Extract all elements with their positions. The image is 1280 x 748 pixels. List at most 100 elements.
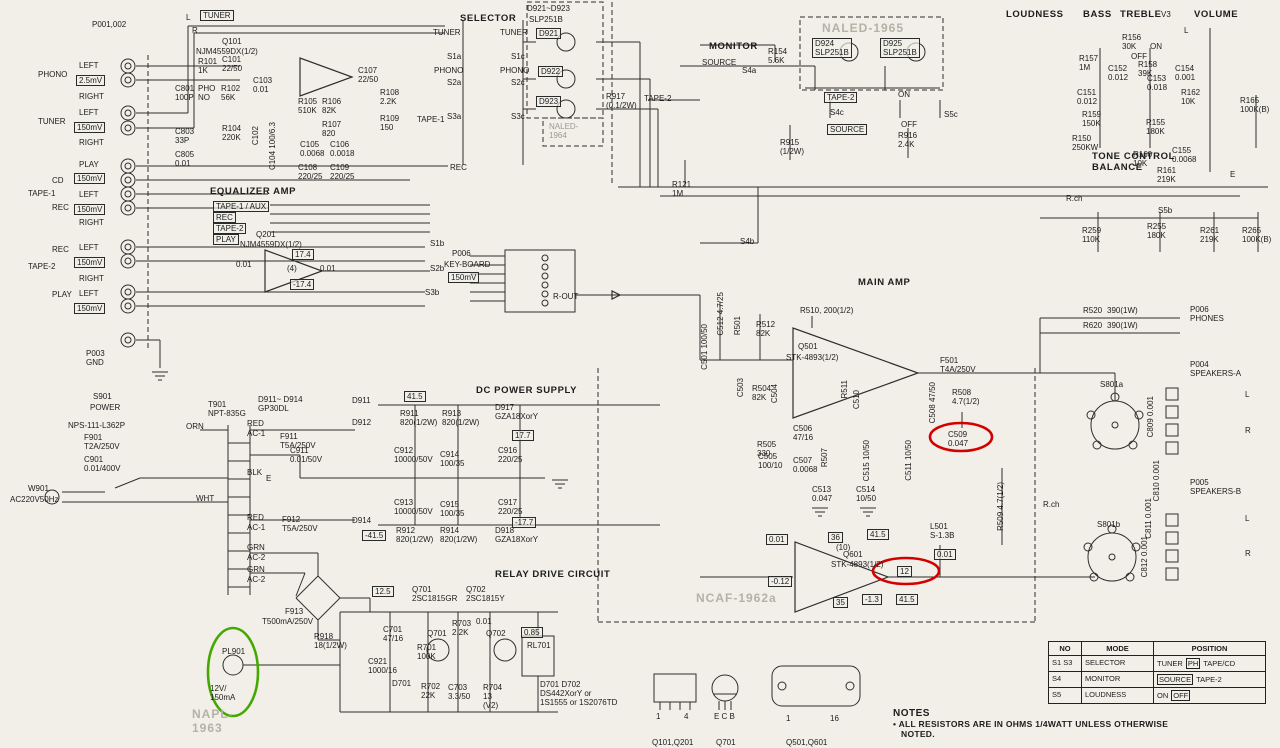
component-circle: [120, 253, 136, 269]
opamp-triangle: [299, 57, 354, 97]
notes-line-1: • ALL RESISTORS ARE IN OHMS 1/4WATT UNLE…: [893, 719, 1169, 729]
component-circle: [845, 681, 855, 691]
component-circle: [124, 288, 132, 296]
highlight-ellipse: [871, 556, 941, 586]
component-outline: [542, 117, 604, 147]
component-circle: [120, 58, 136, 74]
component-circle: [124, 243, 132, 251]
position-option: TAPE-2: [1196, 675, 1222, 684]
component-circle: [1108, 553, 1116, 561]
component-circle: [426, 638, 450, 662]
component-circle: [493, 638, 517, 662]
position-option: ON: [1157, 691, 1169, 700]
component-outline: [521, 635, 555, 677]
component-outline: [1165, 567, 1179, 581]
component-circle: [124, 62, 132, 70]
table-header-cell: POSITION: [1153, 642, 1265, 655]
component-circle: [222, 654, 244, 676]
component-circle: [120, 332, 136, 348]
component-circle: [124, 76, 132, 84]
component-outline: [1165, 423, 1179, 437]
component-outline: [1165, 531, 1179, 545]
wire: [295, 597, 319, 621]
table-header-cell: NO: [1059, 644, 1071, 653]
component-circle: [556, 69, 576, 89]
component-outline: [1165, 387, 1179, 401]
component-circle: [1125, 572, 1135, 582]
component-circle: [120, 298, 136, 314]
component-outline: [504, 249, 576, 313]
table-cell-no: S5: [1052, 690, 1062, 699]
wire: [317, 597, 341, 621]
wire: [295, 572, 306, 597]
notes-block: NOTES • ALL RESISTORS ARE IN OHMS 1/4WAT…: [893, 708, 1168, 739]
component-circle: [1086, 410, 1096, 420]
table-cell-mode: MONITOR: [1081, 672, 1153, 687]
position-selected: SOURCE: [1157, 674, 1194, 685]
component-circle: [120, 284, 136, 300]
position-selected: PH: [1185, 658, 1201, 669]
component-outline: [1165, 405, 1179, 419]
position-option: TAPE/CD: [1203, 659, 1236, 668]
component-circle: [541, 290, 549, 298]
opamp-triangle: [611, 290, 622, 300]
component-circle: [1092, 440, 1102, 450]
component-circle: [1110, 392, 1120, 402]
component-circle: [839, 42, 859, 62]
table-cell-no: S4: [1052, 674, 1062, 683]
component-circle: [556, 32, 576, 52]
component-circle: [1089, 572, 1099, 582]
component-circle: [541, 254, 549, 262]
component-circle: [124, 302, 132, 310]
table-cell-no: S1 S3: [1052, 658, 1073, 667]
component-outline: [771, 665, 861, 707]
component-circle: [120, 239, 136, 255]
component-circle: [777, 681, 787, 691]
component-circle: [541, 263, 549, 271]
wire: [114, 477, 141, 489]
opamp-triangle: [794, 541, 890, 613]
component-circle: [124, 176, 132, 184]
wire: [317, 575, 341, 599]
component-circle: [120, 72, 136, 88]
component-outline: [653, 673, 697, 703]
component-circle: [1090, 400, 1140, 450]
table-cell-mode: LOUDNESS: [1081, 688, 1153, 703]
component-circle: [541, 299, 549, 307]
component-circle: [1107, 524, 1117, 534]
component-outline: [1165, 549, 1179, 563]
component-circle: [124, 124, 132, 132]
component-circle: [541, 281, 549, 289]
opamp-triangle: [264, 249, 324, 293]
component-circle: [124, 190, 132, 198]
table-header-cell: MODE: [1081, 642, 1153, 655]
component-circle: [1128, 440, 1138, 450]
component-circle: [120, 200, 136, 216]
component-outline: [799, 16, 944, 91]
component-circle: [1083, 542, 1093, 552]
component-circle: [1111, 421, 1119, 429]
component-outline: [1165, 441, 1179, 455]
component-circle: [124, 162, 132, 170]
component-circle: [541, 272, 549, 280]
component-circle: [1087, 532, 1137, 582]
component-circle: [120, 172, 136, 188]
highlight-ellipse: [928, 421, 994, 453]
position-option: TUNER: [1157, 659, 1183, 668]
table-cell-mode: SELECTOR: [1081, 656, 1153, 671]
notes-title: NOTES: [893, 708, 930, 719]
component-circle: [1134, 410, 1144, 420]
component-outline: [526, 1, 604, 119]
component-circle: [124, 257, 132, 265]
component-circle: [124, 336, 132, 344]
component-circle: [556, 99, 576, 119]
highlight-ellipse: [206, 626, 260, 718]
